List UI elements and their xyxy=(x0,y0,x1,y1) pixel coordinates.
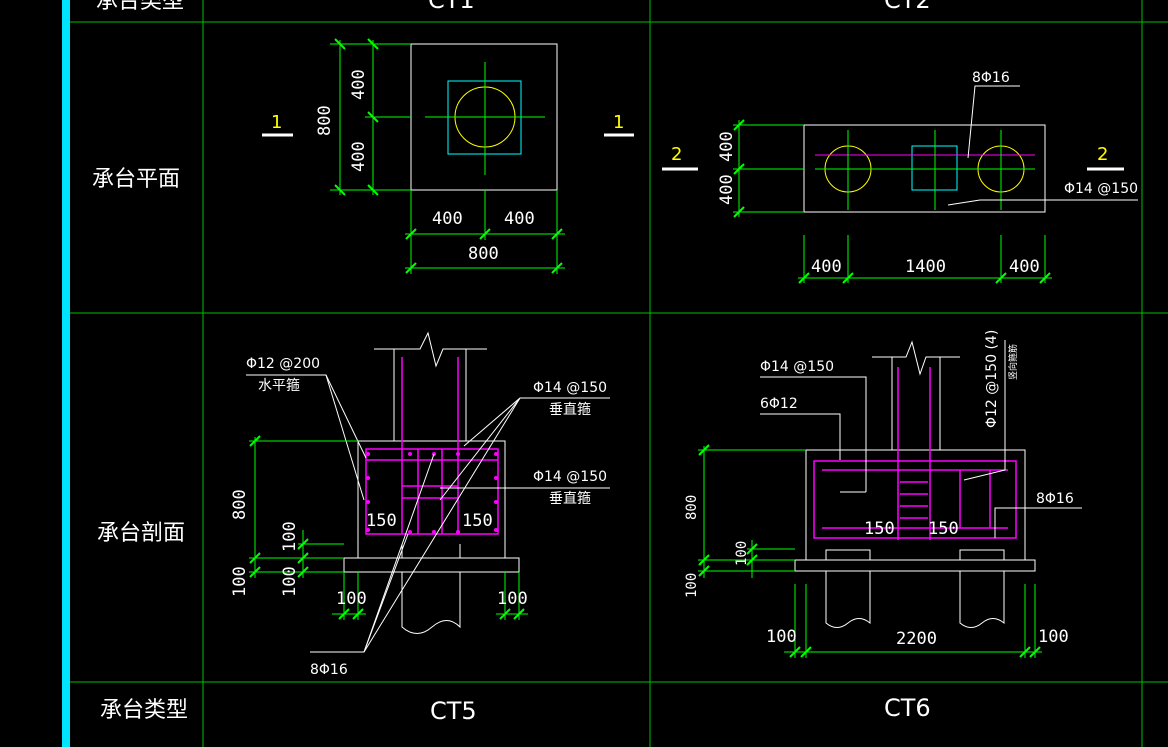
ct5-plan: 400 400 800 400 400 800 1 1 xyxy=(262,38,634,274)
ct6-plan-dim-h2: 1400 xyxy=(905,257,946,277)
ct6-section-cushion xyxy=(794,559,1036,572)
ct5-dim-cushion: 100 xyxy=(230,566,250,597)
ct6-note-stirrup: Φ12 @150 (4) xyxy=(984,330,1000,428)
ct6-note-bottom-bars: 8Φ16 xyxy=(1036,491,1074,507)
ct5-note-vertical-stirrup-1: Φ14 @150 xyxy=(533,380,607,396)
ct5-note-vertical-stirrup-1-sub: 垂直箍 xyxy=(549,401,591,418)
ct5-plan-dim-h-total: 800 xyxy=(468,244,499,264)
row-label-section: 承台剖面 xyxy=(97,521,185,546)
ct5-section-mark-right: 1 xyxy=(613,112,624,133)
ct6-dim-cushion: 100 xyxy=(684,573,700,598)
row-label-type: 承台类型 xyxy=(100,698,188,723)
ct5-dim-small-2: 100 xyxy=(280,566,300,597)
ct5-note-horizontal-stirrup: Φ12 @200 xyxy=(246,356,320,372)
ct6-section-pile-right xyxy=(959,571,1005,628)
ct6-note-side-bars: Φ14 @150 xyxy=(760,359,834,375)
top-row-right-type: CT2 xyxy=(884,0,931,14)
ct5-note-horizontal-stirrup-sub: 水平箍 xyxy=(258,377,300,394)
ct6-plan: 8Φ16 Φ14 @150 400 400 xyxy=(662,70,1138,284)
ct6-dim-inner-right: 150 xyxy=(928,519,959,539)
ct6-plan-rebar-side: Φ14 @150 xyxy=(1064,181,1138,197)
ct6-dim-small: 100 xyxy=(734,541,750,566)
ct5-plan-dim-h1: 400 xyxy=(432,209,463,229)
ct5-dim-inner-left: 150 xyxy=(366,511,397,531)
ct6-dim-right-offset: 100 xyxy=(1038,627,1069,647)
ct6-note-top-bars: 6Φ12 xyxy=(760,396,798,412)
table-grid xyxy=(70,0,1168,747)
ct5-dim-inner-right: 150 xyxy=(462,511,493,531)
ct5-dim-small-1: 100 xyxy=(280,521,300,552)
ct5-dim-right-offset: 100 xyxy=(497,589,528,609)
ct5-section-mark-left: 1 xyxy=(271,112,282,133)
ct6-section-cap xyxy=(805,449,1026,561)
accent-bar xyxy=(62,0,70,747)
ct5-plan-dim-v1: 400 xyxy=(349,69,369,100)
ct5-dim-height: 800 xyxy=(230,489,250,520)
ct6-section: Φ14 @150 6Φ12 Φ12 @150 (4) 竖向箍筋 8Φ16 150… xyxy=(684,330,1082,658)
ct6-plan-rebar-top: 8Φ16 xyxy=(972,70,1010,86)
ct6-dim-inner-left: 150 xyxy=(864,519,895,539)
ct6-plan-dim-v1: 400 xyxy=(717,131,737,162)
ct5-dim-left-offset: 100 xyxy=(336,589,367,609)
ct5-plan-dim-v2: 400 xyxy=(349,141,369,172)
ct5-section-pile xyxy=(401,572,461,634)
ct5-section-cushion xyxy=(343,557,520,573)
ct5-section: Φ12 @200 水平箍 Φ14 @150 垂直箍 Φ14 @150 垂直箍 8… xyxy=(230,331,610,678)
ct5-note-bottom-bars: 8Φ16 xyxy=(310,662,348,678)
ct5-note-vertical-stirrup-2: Φ14 @150 xyxy=(533,469,607,485)
ct5-note-vertical-stirrup-2-sub: 垂直箍 xyxy=(549,490,591,507)
top-row-type-label: 承台类型 xyxy=(96,0,184,14)
ct6-section-mark-left: 2 xyxy=(671,144,682,165)
ct6-dim-height: 800 xyxy=(684,495,700,520)
ct6-plan-dim-h3: 400 xyxy=(1009,257,1040,277)
ct6-dim-left-offset: 100 xyxy=(766,627,797,647)
type-ct6: CT6 xyxy=(884,694,931,722)
ct6-plan-dim-h1: 400 xyxy=(811,257,842,277)
type-ct5: CT5 xyxy=(430,697,477,725)
ct6-dim-span: 2200 xyxy=(896,629,937,649)
ct6-section-mark-right: 2 xyxy=(1097,144,1108,165)
row-label-plan: 承台平面 xyxy=(92,167,180,192)
ct5-plan-dim-v-total: 800 xyxy=(315,105,335,136)
ct6-note-stirrup-sub: 竖向箍筋 xyxy=(1007,344,1019,380)
ct5-plan-dim-h2: 400 xyxy=(504,209,535,229)
top-row-left-type: CT1 xyxy=(428,0,475,14)
ct6-section-pile-left xyxy=(825,571,871,628)
ct6-plan-dim-v2: 400 xyxy=(717,174,737,205)
